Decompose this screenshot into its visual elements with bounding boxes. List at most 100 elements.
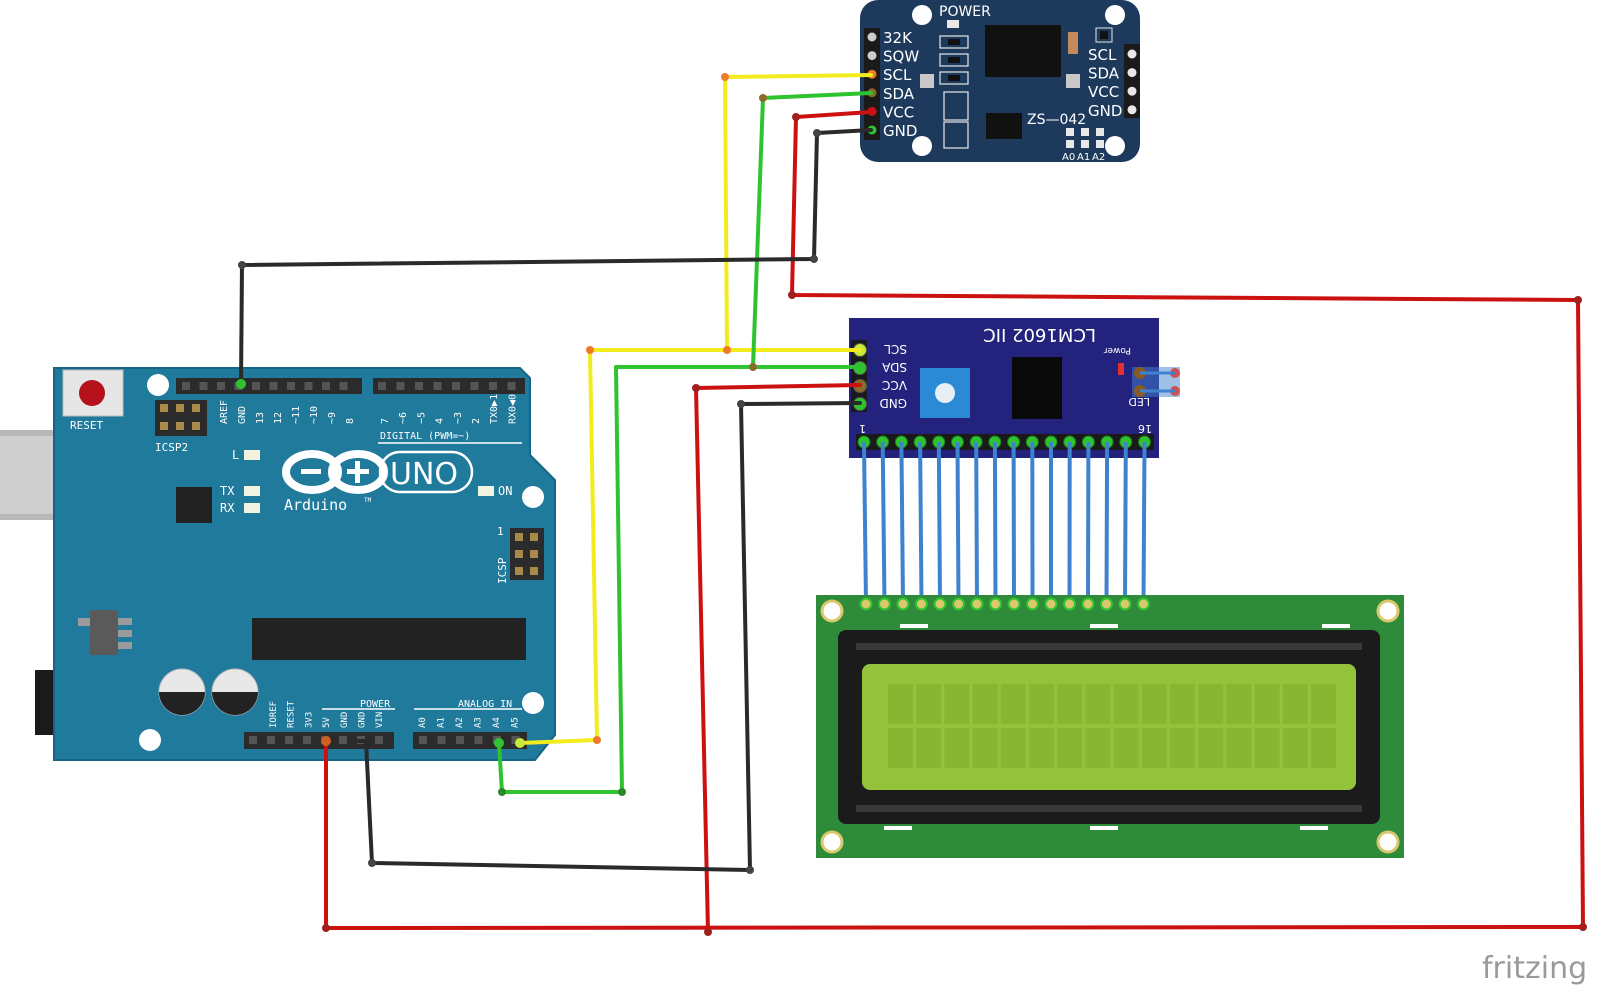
header-pin[interactable] [507,382,516,390]
header-pin[interactable] [322,382,330,390]
rtc-right-pin-label: SDA [1088,65,1120,83]
header-pin[interactable] [339,382,348,390]
rtc-pin[interactable] [867,51,877,61]
rtc-addr-pad[interactable] [1096,140,1104,148]
lcd-pin[interactable] [1063,597,1076,611]
top-pin-label: ~5 [416,412,427,424]
lcd-data-wire [974,441,979,605]
lcd-pin[interactable] [1137,597,1150,611]
mounting-hole [912,136,932,156]
rtc-addr-pad[interactable] [1066,128,1074,136]
lcd-pin[interactable] [989,597,1002,611]
i2c-power-led [1118,363,1124,375]
lcd-pin[interactable] [952,597,965,611]
led-jumper[interactable] [1132,367,1180,397]
lcd-char-cell [1085,684,1111,724]
i2c-pin-label: SDA [881,360,907,374]
arduino-pcb [53,367,556,761]
header-pin[interactable] [415,382,423,390]
analog-pin-label: A1 [437,717,447,728]
lcd-screen [862,664,1356,790]
header-pin[interactable] [267,736,275,744]
lcd-char-cell [1113,684,1139,724]
header-pin[interactable] [285,736,293,744]
capacitor [211,668,259,716]
header-pin[interactable] [452,382,460,390]
lcd-pin[interactable] [1007,597,1021,611]
rtc-left-pin-label: VCC [883,103,914,121]
header-pin[interactable] [375,736,383,744]
rtc-pin[interactable] [1127,49,1137,59]
header-pin[interactable] [303,736,311,744]
lcd-pin[interactable] [878,597,891,611]
lcd-char-cell [1029,728,1054,768]
top-pin-label: 7 [380,418,391,424]
header-pin[interactable] [437,736,446,744]
lcd-pin[interactable] [859,597,873,611]
power-pin-label: 3V3 [304,712,314,728]
lcd-pin[interactable] [915,597,928,611]
rtc-pin[interactable] [1127,86,1137,96]
header-pin[interactable] [396,382,405,390]
header-pin[interactable] [378,382,386,390]
lcd-pin[interactable] [1118,597,1132,611]
lcd-data-wires [862,441,1147,605]
header-pin[interactable] [269,382,278,390]
header-pin[interactable] [433,382,442,390]
rtc-pin[interactable] [867,32,877,42]
lcd-pin[interactable] [1081,597,1095,611]
top-pin-label: ~3 [453,412,464,424]
mounting-hole [522,486,544,508]
header-pin[interactable] [199,382,208,390]
lcd-pin[interactable] [1026,597,1039,611]
lcd-char-cell [1113,728,1139,768]
header-pin[interactable] [252,382,260,390]
top-pin-label: 8 [345,418,356,424]
i2c-pin-label: SCL [884,342,907,356]
header-pin[interactable] [304,382,313,390]
header-pin[interactable] [511,736,520,744]
rtc-addr-pad[interactable] [1066,140,1074,148]
lcd-pin[interactable] [970,597,984,611]
lcd-char-cell [1198,684,1224,724]
header-pin[interactable] [474,736,483,744]
reset-button[interactable] [62,369,124,417]
rtc-left-pin-label: SDA [883,85,915,103]
lcd-char-cell [888,728,913,768]
header-pin[interactable] [249,736,257,744]
lcd-pin[interactable] [933,597,947,611]
mounting-hole [820,599,844,623]
header-pin[interactable] [489,382,497,390]
lcd-char-cell [944,728,970,768]
led-tx [244,486,260,496]
header-pin[interactable] [182,382,190,390]
header-pin[interactable] [217,382,225,390]
lcd-char-cell [1057,684,1083,724]
lcd-pin[interactable] [1044,597,1058,611]
rtc-left-header [864,28,880,140]
lcd-pin[interactable] [1100,597,1113,611]
rtc-model-label: ZS—042 [1027,112,1086,128]
rtc-addr-pad[interactable] [1081,140,1089,148]
rtc-pin[interactable] [1127,68,1137,78]
lcd-char-cell [1141,728,1167,768]
power-pin-label: IOREF [269,701,279,728]
header-pin[interactable] [287,382,295,390]
top-pin-label: ~9 [327,412,338,424]
rtc-addr-pad[interactable] [1081,128,1089,136]
digital-header-right [373,378,525,394]
i2c-pin-last: 16 [1138,422,1152,435]
lcd-data-wire [899,441,905,605]
header-pin[interactable] [339,736,347,744]
rtc-pin[interactable] [1127,105,1137,115]
rtc-left-pin-label: SQW [883,48,919,66]
lcd-char-cell [1029,684,1054,724]
rtc-addr-pad[interactable] [1096,128,1104,136]
lcd-char-cell [1282,684,1308,724]
header-pin[interactable] [470,382,479,390]
header-pin[interactable] [456,736,464,744]
lcd-pin[interactable] [896,597,910,611]
header-pin[interactable] [419,736,427,744]
reset-label: RESET [70,419,103,432]
